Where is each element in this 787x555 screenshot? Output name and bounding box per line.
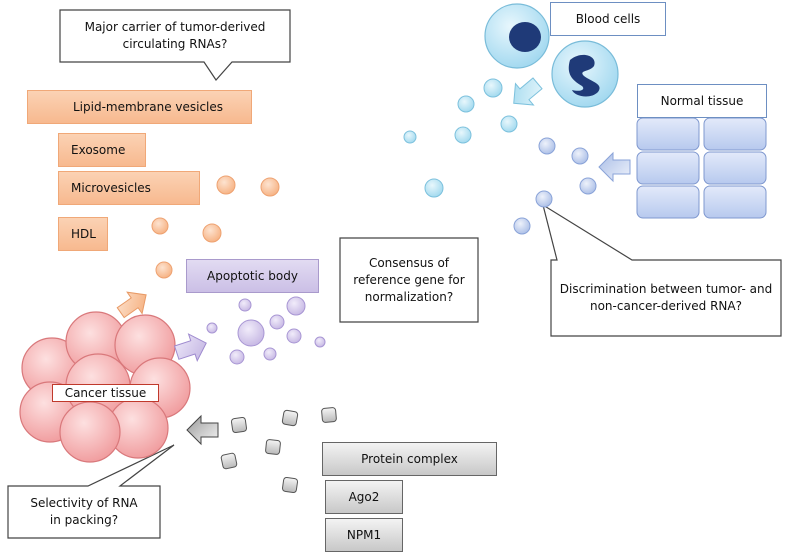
callout-discrimination-text: Discrimination between tumor- and non-ca… — [559, 282, 773, 313]
protein-item-npm1: NPM1 — [325, 518, 403, 552]
lipid-membrane-vesicles-header: Lipid-membrane vesicles — [27, 90, 252, 124]
lipid-vesicle-particles — [151, 175, 280, 279]
normal-tissue-label: Normal tissue — [637, 84, 767, 118]
callout-major-carrier-text: Major carrier of tumor-derived circulati… — [84, 20, 266, 51]
blood-cell-lymphocyte-icon — [484, 3, 550, 69]
vesicle-item-exosome: Exosome — [58, 133, 146, 167]
normal-tissue-graphic — [636, 117, 767, 219]
arrow-gray-icon — [186, 414, 219, 446]
protein-item-ago2: Ago2 — [325, 480, 403, 514]
arrow-normal-tissue-icon — [598, 151, 631, 183]
protein-complex-header: Protein complex — [322, 442, 497, 476]
callout-major-carrier-shape — [59, 9, 291, 81]
callout-consensus-text: Consensus of reference gene for normaliz… — [353, 255, 465, 304]
arrow-orange-icon — [116, 291, 147, 319]
cancer-tissue-label: Cancer tissue — [52, 384, 159, 402]
blood-cells-label: Blood cells — [550, 2, 666, 36]
callout-selectivity-shape — [7, 444, 175, 539]
protein-complex-particles — [220, 407, 337, 494]
callout-consensus-shape — [339, 237, 479, 323]
blue-particles — [513, 137, 597, 235]
callout-selectivity-text: Selectivity of RNA in packing? — [30, 496, 138, 527]
apoptotic-particles — [206, 296, 326, 365]
callout-discrimination-shape — [542, 203, 782, 337]
blood-cell-neutrophil-icon — [551, 40, 619, 108]
vesicle-item-microvesicles: Microvesicles — [58, 171, 200, 205]
vesicle-item-hdl: HDL — [58, 217, 108, 251]
cancer-tissue-graphic — [19, 311, 191, 463]
apoptotic-body-label: Apoptotic body — [186, 259, 319, 293]
arrow-blood-cells-icon — [513, 77, 543, 106]
arrow-purple-icon — [173, 333, 207, 362]
cyan-particles — [403, 78, 518, 198]
